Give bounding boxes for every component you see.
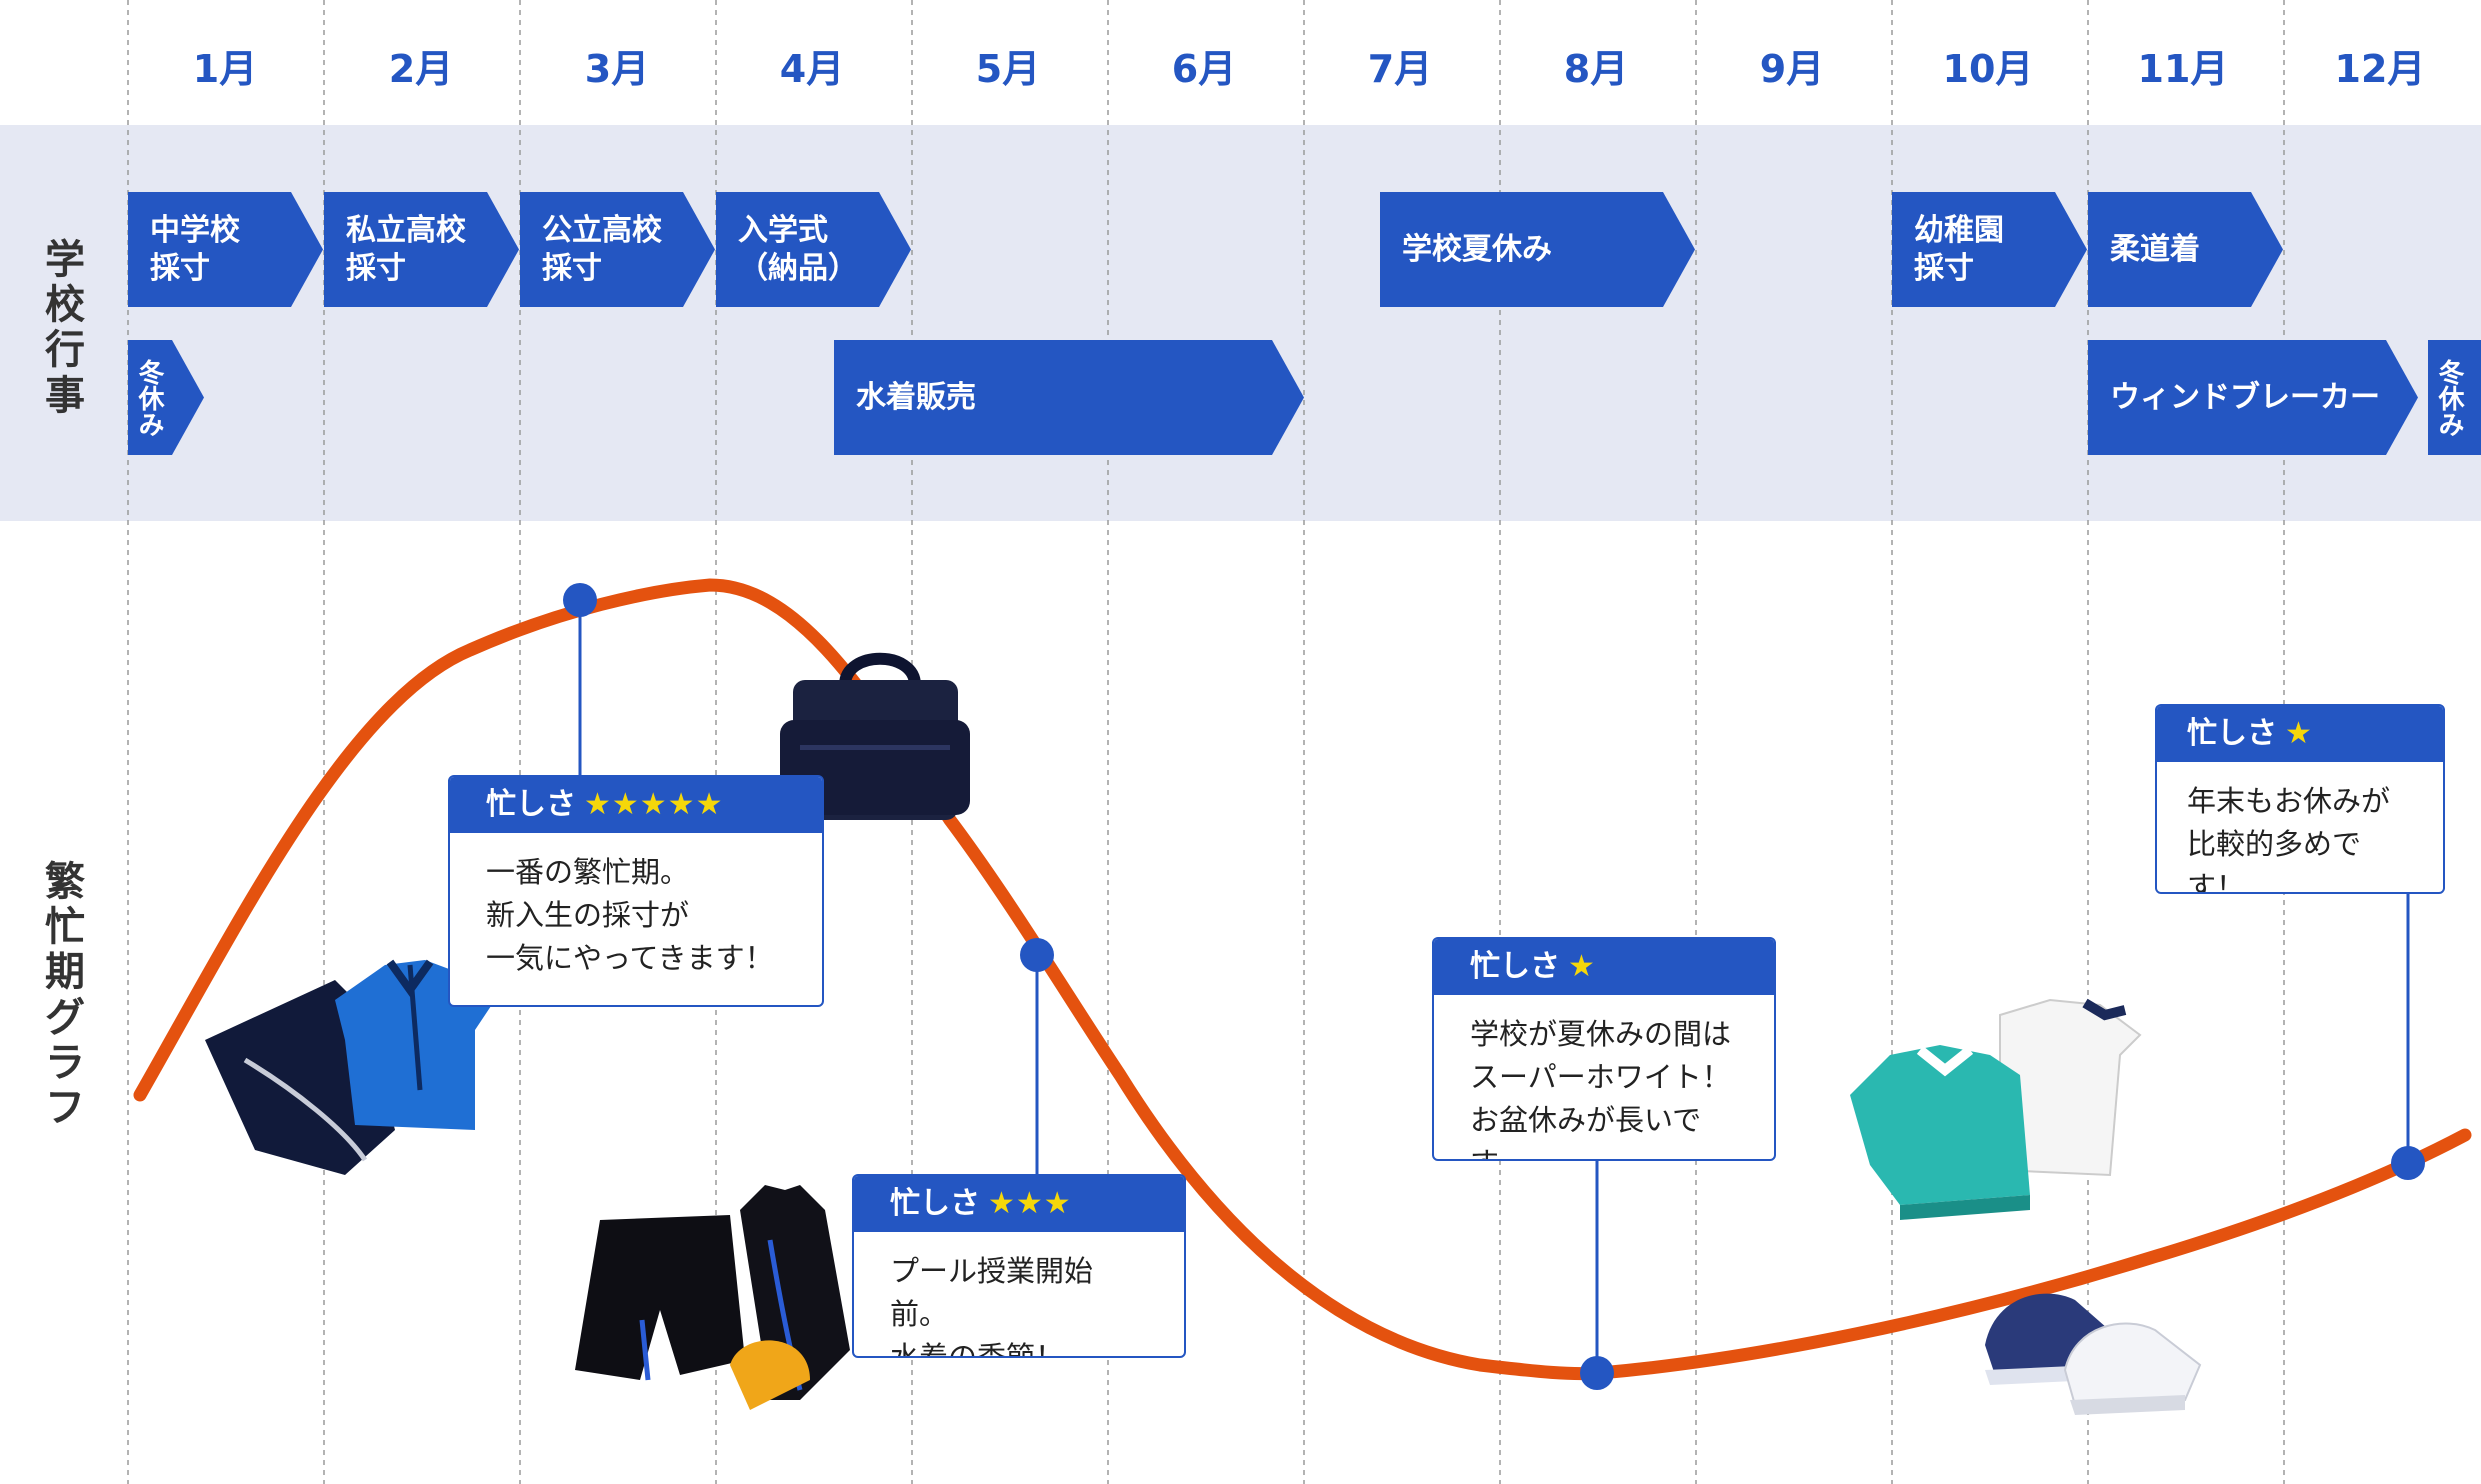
december-marker xyxy=(2391,1146,2425,1180)
callout-line: 学校が夏休みの間は xyxy=(1470,1017,1732,1051)
event-text: 中学校 xyxy=(150,212,240,248)
event-text: 冬休み xyxy=(2434,358,2464,437)
callout-line: 一番の繁忙期。 xyxy=(486,855,690,889)
callout-august: 忙しさ★ 学校が夏休みの間は スーパーホワイト！ お盆休みが長いです。 xyxy=(1432,937,1776,1161)
event-text: 採寸 xyxy=(1914,250,1974,286)
side-label-char: 事 xyxy=(45,372,85,419)
event-text: 学校夏休み xyxy=(1402,231,1552,267)
side-label-char: 行 xyxy=(45,327,85,374)
busyness-label: 忙しさ xyxy=(890,1186,980,1221)
callout-line: スーパーホワイト！ xyxy=(1470,1060,1731,1094)
month-label-6: 6月 xyxy=(1171,47,1237,91)
school-events-label: 学校行事 xyxy=(30,237,100,419)
busy-graph-label: 繁忙期グラフ xyxy=(30,859,100,1131)
busyness-stars: ★ xyxy=(2285,716,2313,751)
busyness-stars: ★ xyxy=(1568,949,1596,984)
event-text: （納品） xyxy=(738,250,858,286)
month-label-9: 9月 xyxy=(1759,47,1825,91)
side-label-char: 学 xyxy=(45,237,85,283)
callout-header: 忙しさ★ xyxy=(2157,706,2443,762)
event-summer-vacation: 学校夏休み xyxy=(1380,192,1695,307)
busyness-label: 忙しさ xyxy=(1470,949,1560,984)
callout-header: 忙しさ★ xyxy=(1434,939,1774,995)
side-label-char: フ xyxy=(45,1084,85,1131)
sneakers-illustration xyxy=(1985,1293,2202,1415)
month-label-1: 1月 xyxy=(192,47,258,91)
callout-body: プール授業開始前。 水着の季節！ xyxy=(854,1232,1184,1358)
busyness-curve xyxy=(133,578,2472,1381)
month-label-2: 2月 xyxy=(388,47,454,91)
school-events-band xyxy=(0,125,2481,521)
month-label-4: 4月 xyxy=(779,47,845,91)
callout-line: 比較的多めです！ xyxy=(2187,827,2362,894)
busyness-label: 忙しさ xyxy=(486,787,576,822)
busyness-label: 忙しさ xyxy=(2187,716,2277,751)
event-text: 水着販売 xyxy=(856,379,976,415)
event-text: 採寸 xyxy=(542,250,602,286)
event-middle-school-measurement: 中学校採寸 xyxy=(128,192,323,307)
callout-body: 一番の繁忙期。 新入生の採寸が 一気にやってきます！ xyxy=(450,833,822,980)
month-label-7: 7月 xyxy=(1367,47,1433,91)
event-text: 採寸 xyxy=(346,250,406,286)
callout-line: プール授業開始前。 xyxy=(890,1254,1094,1331)
callout-line: 年末もお休みが xyxy=(2187,784,2391,818)
may-marker xyxy=(1020,938,1054,972)
callout-line: 新入生の採寸が xyxy=(486,898,690,932)
event-text: 柔道着 xyxy=(2110,231,2200,267)
event-text: 幼稚園 xyxy=(1914,212,2004,248)
event-judo-uniform: 柔道着 xyxy=(2088,192,2283,307)
callout-line: 水着の季節！ xyxy=(890,1340,1065,1358)
side-label-char: グ xyxy=(45,994,85,1041)
callout-may: 忙しさ★★★ プール授業開始前。 水着の季節！ xyxy=(852,1174,1186,1358)
side-label-char: 忙 xyxy=(45,904,85,951)
callout-body: 学校が夏休みの間は スーパーホワイト！ お盆休みが長いです。 xyxy=(1434,995,1774,1159)
august-marker xyxy=(1580,1356,1614,1390)
event-text: 私立高校 xyxy=(346,212,466,248)
event-kindergarten-measurement: 幼稚園採寸 xyxy=(1892,192,2087,307)
callout-december: 忙しさ★ 年末もお休みが 比較的多めです！ xyxy=(2155,704,2445,894)
event-text: 公立高校 xyxy=(542,212,662,248)
callout-header: 忙しさ★★★ xyxy=(854,1176,1184,1232)
side-label-char: 期 xyxy=(45,949,85,996)
event-swimwear-sales: 水着販売 xyxy=(834,340,1304,455)
event-entrance-ceremony: 入学式（納品） xyxy=(716,192,911,307)
month-label-11: 11月 xyxy=(2137,47,2229,91)
month-label-10: 10月 xyxy=(1942,47,2034,91)
event-text: 入学式 xyxy=(738,212,828,248)
event-text: ウィンドブレーカー xyxy=(2110,379,2380,415)
side-label-char: 校 xyxy=(45,282,85,329)
event-text: 冬休み xyxy=(134,358,164,437)
month-label-3: 3月 xyxy=(584,47,650,91)
callout-header: 忙しさ★★★★★ xyxy=(450,777,822,833)
callout-line: 一気にやってきます！ xyxy=(486,941,774,975)
callout-line: お盆休みが長いです。 xyxy=(1470,1103,1702,1159)
event-private-high-measurement: 私立高校採寸 xyxy=(324,192,519,307)
event-public-high-measurement: 公立高校採寸 xyxy=(520,192,715,307)
side-label-char: ラ xyxy=(45,1039,85,1086)
callout-body: 年末もお休みが 比較的多めです！ xyxy=(2157,762,2443,894)
month-label-12: 12月 xyxy=(2334,47,2426,91)
callout-march: 忙しさ★★★★★ 一番の繁忙期。 新入生の採寸が 一気にやってきます！ xyxy=(448,775,824,1007)
busyness-stars: ★★★ xyxy=(988,1186,1072,1221)
month-label-8: 8月 xyxy=(1563,47,1629,91)
march-marker xyxy=(563,583,597,617)
school-bag-illustration xyxy=(780,652,970,820)
busyness-stars: ★★★★★ xyxy=(584,787,724,822)
event-winter-break-end: 冬休み xyxy=(2428,340,2481,455)
event-text: 採寸 xyxy=(150,250,210,286)
event-windbreaker: ウィンドブレーカー xyxy=(2088,340,2418,455)
swimsuit-illustration xyxy=(575,1185,850,1410)
month-label-5: 5月 xyxy=(975,47,1041,91)
side-label-char: 繁 xyxy=(45,859,85,905)
gym-uniform-illustration xyxy=(1850,998,2142,1220)
